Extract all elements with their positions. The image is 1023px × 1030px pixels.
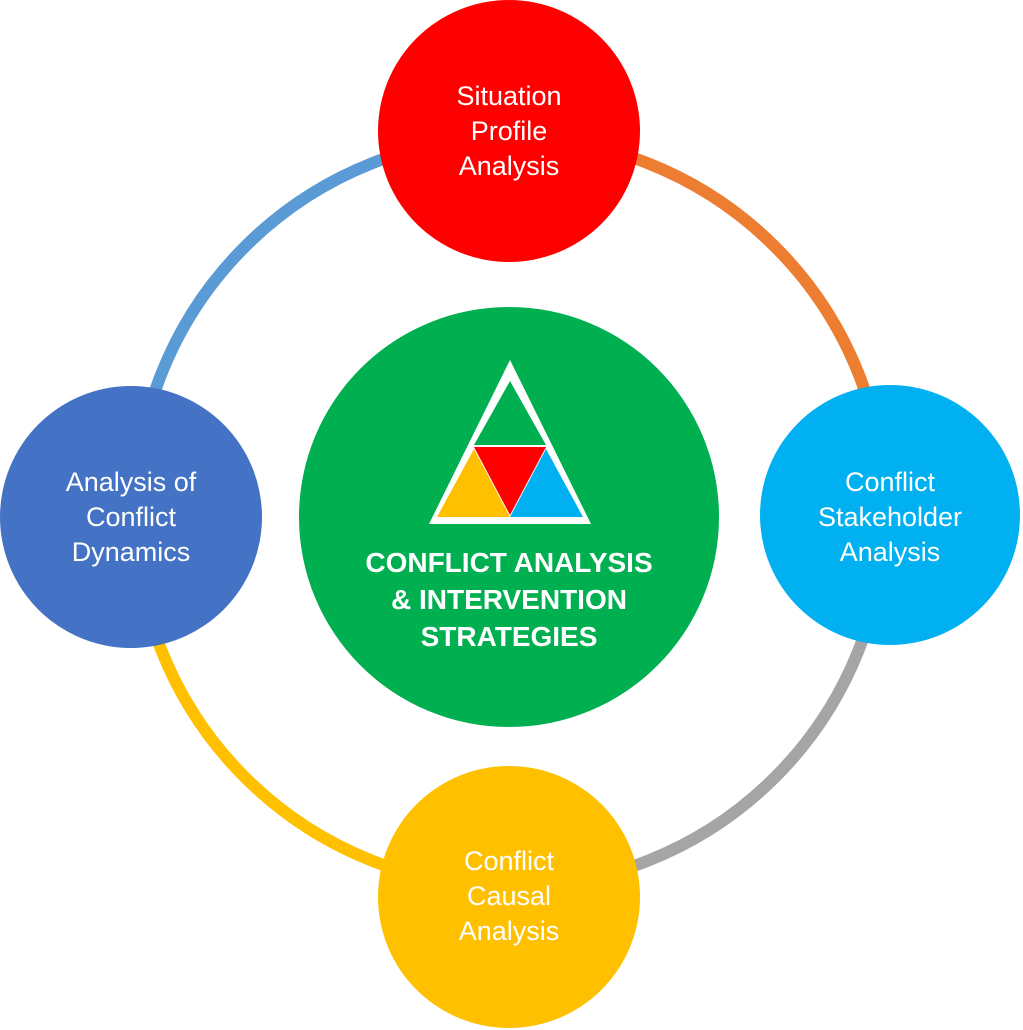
node-label-stakeholder-analysis: Conflict Stakeholder Analysis	[780, 462, 1000, 572]
node-label-line: Analysis	[458, 150, 560, 181]
triangle-left-segment	[437, 449, 510, 517]
node-conflict-dynamics	[0, 386, 262, 648]
triangle-middle-segment	[474, 447, 546, 515]
triangle-top-segment	[474, 381, 546, 445]
node-label-conflict-dynamics: Analysis of Conflict Dynamics	[21, 462, 241, 572]
node-situation-profile	[378, 0, 640, 262]
node-label-line: Conflict	[85, 501, 177, 532]
center-title-line: & INTERVENTION	[391, 584, 627, 615]
node-causal-analysis	[378, 766, 640, 1028]
node-label-line: Dynamics	[71, 536, 191, 567]
triangle-right-segment	[510, 449, 583, 517]
node-label-causal-analysis: Conflict Causal Analysis	[409, 841, 609, 951]
node-label-line: Conflict	[844, 466, 936, 497]
node-label-line: Profile	[470, 115, 548, 146]
center-title-line: CONFLICT ANALYSIS	[365, 547, 653, 578]
node-label-line: Causal	[466, 880, 552, 911]
center-title-line: STRATEGIES	[420, 621, 598, 652]
node-label-line: Analysis	[839, 536, 941, 567]
node-label-line: Stakeholder	[817, 501, 963, 532]
node-label-line: Analysis	[458, 915, 560, 946]
center-title: CONFLICT ANALYSIS & INTERVENTION STRATEG…	[309, 544, 709, 655]
node-label-line: Conflict	[463, 845, 555, 876]
node-stakeholder-analysis	[760, 385, 1020, 645]
triangle-icon	[429, 360, 591, 524]
node-label-line: Analysis of	[65, 466, 197, 497]
node-label-line: Situation	[456, 80, 562, 111]
node-label-situation-profile: Situation Profile Analysis	[409, 76, 609, 186]
